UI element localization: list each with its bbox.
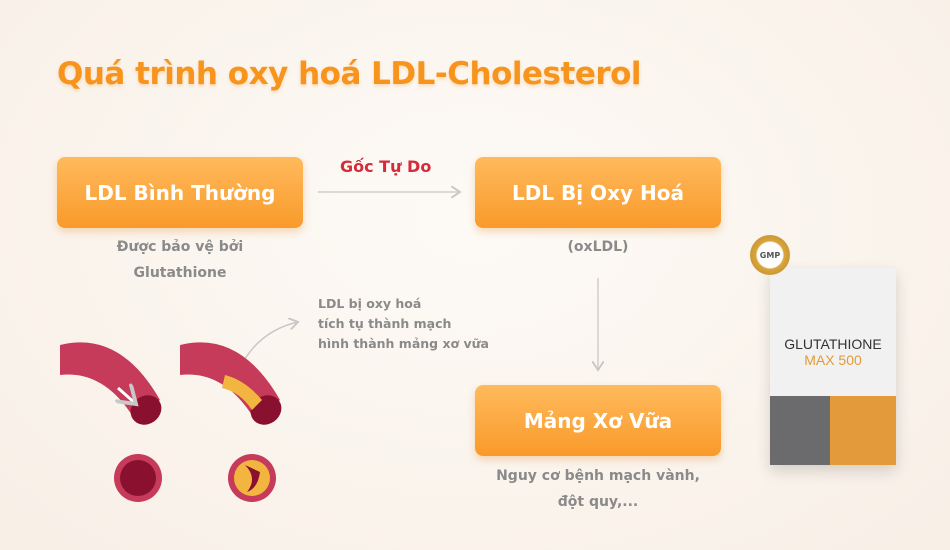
product-name: GLUTATHIONE — [784, 336, 882, 352]
caption-line: Glutathione — [133, 265, 227, 281]
caption-line: Được bảo vệ bởi — [116, 239, 244, 255]
caption-line: Nguy cơ bệnh mạch vành, — [496, 468, 700, 484]
normal-caption: Được bảo vệ bởi Glutathione — [57, 234, 303, 286]
ldl-oxidized-box: LDL Bị Oxy Hoá — [475, 157, 721, 228]
arrow-curve — [242, 322, 298, 363]
note-line: LDL bị oxy hoá — [318, 296, 422, 311]
product-orange-panel — [830, 396, 896, 465]
ldl-normal-box: LDL Bình Thường — [57, 157, 303, 228]
product-gray-panel — [770, 396, 830, 465]
page-title: Quá trình oxy hoá LDL-Cholesterol — [57, 56, 642, 92]
note-line: hình thành mảng xơ vữa — [318, 336, 489, 351]
product-variant: MAX 500 — [804, 352, 862, 368]
blocked-vessel-illustration — [180, 342, 282, 502]
oxidized-caption: (oxLDL) — [567, 239, 629, 255]
gmp-badge: GMP — [750, 235, 790, 275]
caption-line: đột quy,... — [557, 494, 639, 510]
healthy-vessel-illustration — [60, 342, 162, 502]
plaque-box: Mảng Xơ Vữa — [475, 385, 721, 456]
product-box-image: GLUTATHIONE MAX 500 — [770, 268, 896, 465]
note-line: tích tụ thành mạch — [318, 316, 452, 331]
plaque-caption: Nguy cơ bệnh mạch vành, đột quy,... — [475, 463, 721, 515]
free-radical-label: Gốc Tự Do — [340, 157, 432, 176]
oxidation-note: LDL bị oxy hoá tích tụ thành mạch hình t… — [318, 294, 489, 354]
